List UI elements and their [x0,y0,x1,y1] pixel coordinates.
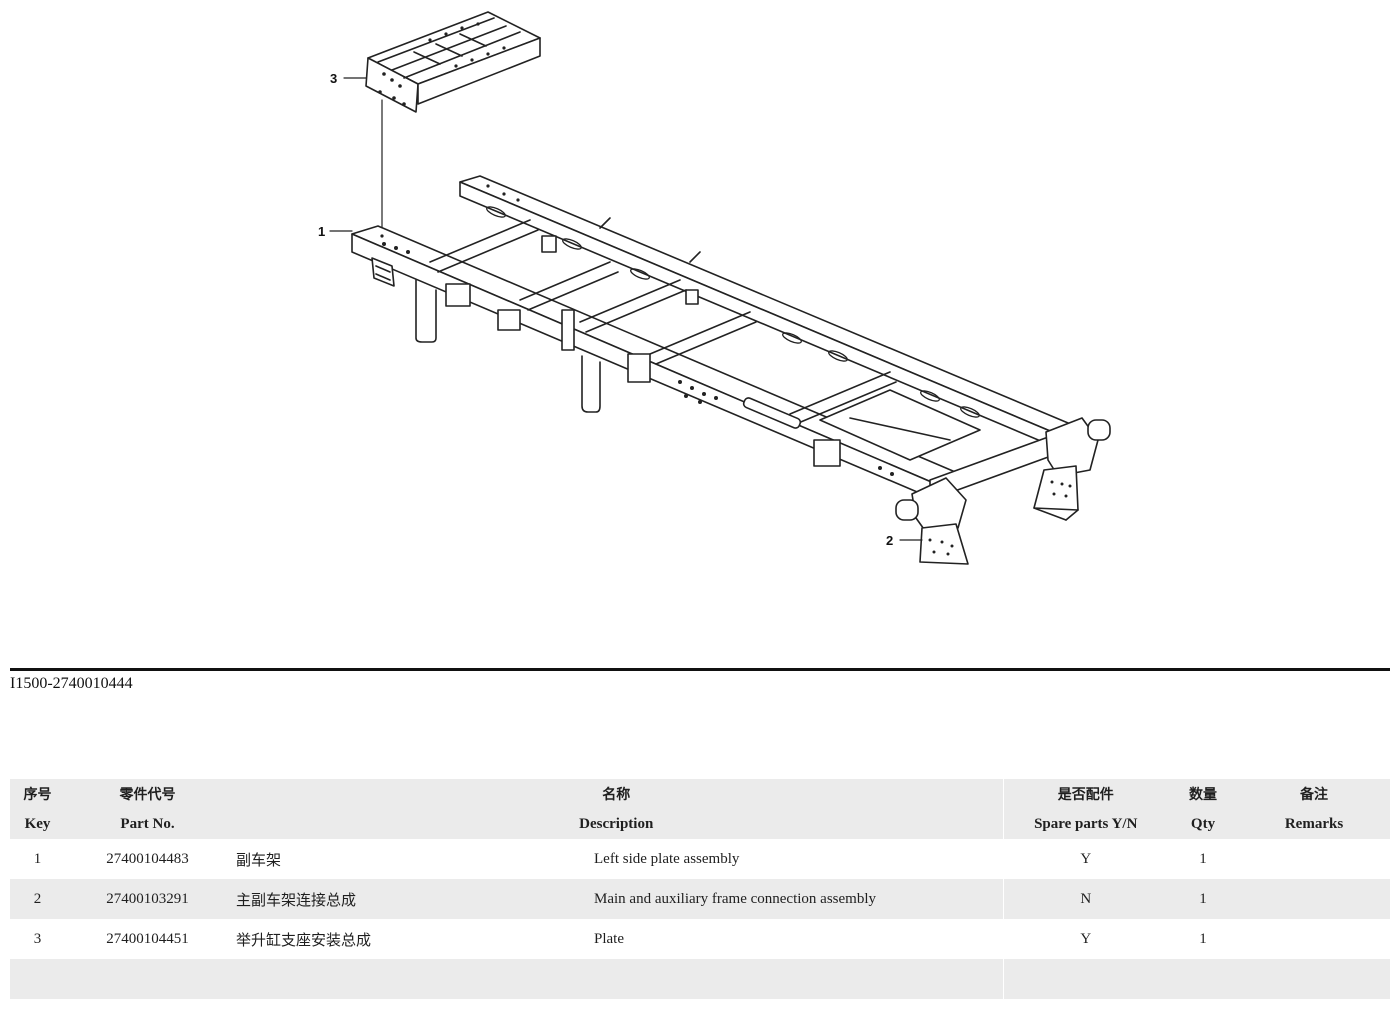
table-row-empty [10,959,1390,999]
row-description: Plate [594,930,624,947]
callout-label-2: 2 [886,533,893,548]
header-desc-en: Description [230,809,1003,839]
table-row: 3 27400104451 举升缸支座安装总成 Plate Y 1 [10,919,1390,959]
header-spare-en: Spare parts Y/N [1002,809,1168,839]
header-qty-zh: 数量 [1168,779,1238,809]
row-description: Main and auxiliary frame connection asse… [588,879,1003,919]
section-divider [10,668,1390,671]
table-row: 1 27400104483 副车架 Left side plate assemb… [10,839,1390,879]
row-part-number: 27400104451 [106,930,189,947]
empty-cell [65,959,230,999]
lift-cylinder-support-bracket [365,11,541,113]
row-name-zh: 副车架 [236,852,282,869]
header-part-en: Part No. [65,809,230,839]
frame-connection-assembly [895,417,1111,565]
header-part-zh: 零件代号 [65,779,230,809]
header-spare-zh: 是否配件 [1002,779,1168,809]
row-description: Left side plate assembly [594,850,740,867]
row-qty: 1 [1168,879,1238,919]
row-key: 2 [10,879,65,919]
drawing-number: I1500-2740010444 [10,675,133,692]
header-desc-zh: 名称 [230,779,1003,809]
empty-cell [10,959,65,999]
row-part-number: 27400104483 [106,850,189,867]
row-key: 3 [33,930,42,947]
row-key: 1 [33,850,42,867]
row-qty: 1 [1199,930,1207,947]
row-name-zh: 举升缸支座安装总成 [236,932,372,949]
empty-cell [1002,959,1168,999]
table-header-en: Key Part No. Description Spare parts Y/N… [10,809,1390,839]
header-qty-en: Qty [1168,809,1238,839]
row-remarks [1238,879,1390,919]
empty-cell [1238,959,1390,999]
row-spare-flag: Y [1002,839,1168,879]
header-remarks-en: Remarks [1238,809,1390,839]
header-key-en: Key [10,809,65,839]
exploded-frame-drawing: 3 1 2 [318,11,1111,565]
row-part-number: 27400103291 [65,879,230,919]
row-spare-flag: N [1002,879,1168,919]
auxiliary-frame [351,175,1081,501]
row-remarks [1238,919,1390,959]
parts-list-table: 序号 零件代号 名称 是否配件 数量 备注 Key Part No. Descr… [10,779,1390,999]
header-key-zh: 序号 [10,779,65,809]
row-qty: 1 [1199,850,1207,867]
empty-cell [1168,959,1238,999]
header-remarks-zh: 备注 [1238,779,1390,809]
table-row: 2 27400103291 主副车架连接总成 Main and auxiliar… [10,879,1390,919]
row-spare-flag: Y [1002,919,1168,959]
table-header-zh: 序号 零件代号 名称 是否配件 数量 备注 [10,779,1390,809]
empty-cell [588,959,1003,999]
empty-cell [230,959,588,999]
callout-label-3: 3 [330,71,337,86]
row-remarks [1238,839,1390,879]
row-name-zh: 主副车架连接总成 [230,879,588,919]
callout-label-1: 1 [318,224,325,239]
